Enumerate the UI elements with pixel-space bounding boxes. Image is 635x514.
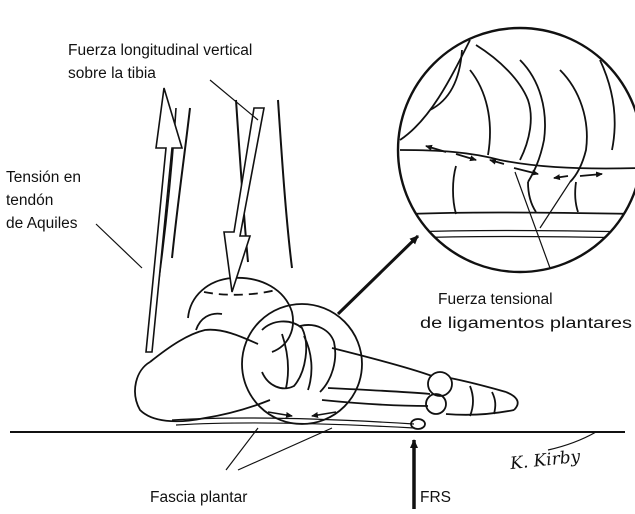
- label-plantar-lig-2: de ligamentos plantares: [420, 315, 632, 332]
- label-frs: FRS: [420, 489, 451, 506]
- achilles-leader: [96, 224, 142, 268]
- detail-circle-large: [398, 28, 635, 272]
- label-vertical-force-1: Fuerza longitudinal vertical: [68, 42, 252, 59]
- tibia-force-arrow: [224, 108, 264, 292]
- label-achilles-2: tendón: [6, 192, 53, 209]
- fascia-leaders: [226, 428, 332, 470]
- label-fascia: Fascia plantar: [150, 489, 247, 506]
- small-circle-arrows: [268, 412, 336, 416]
- detail-circle-small: [242, 304, 362, 424]
- label-achilles-3: de Aquiles: [6, 215, 78, 232]
- signature: K. Kirby: [508, 447, 581, 474]
- label-achilles-1: Tensión en: [6, 169, 81, 186]
- tibia-force-leader: [210, 80, 258, 120]
- label-vertical-force-2: sobre la tibia: [68, 65, 156, 82]
- label-plantar-lig-1: Fuerza tensional: [438, 291, 553, 308]
- magnify-arrow: [338, 236, 418, 314]
